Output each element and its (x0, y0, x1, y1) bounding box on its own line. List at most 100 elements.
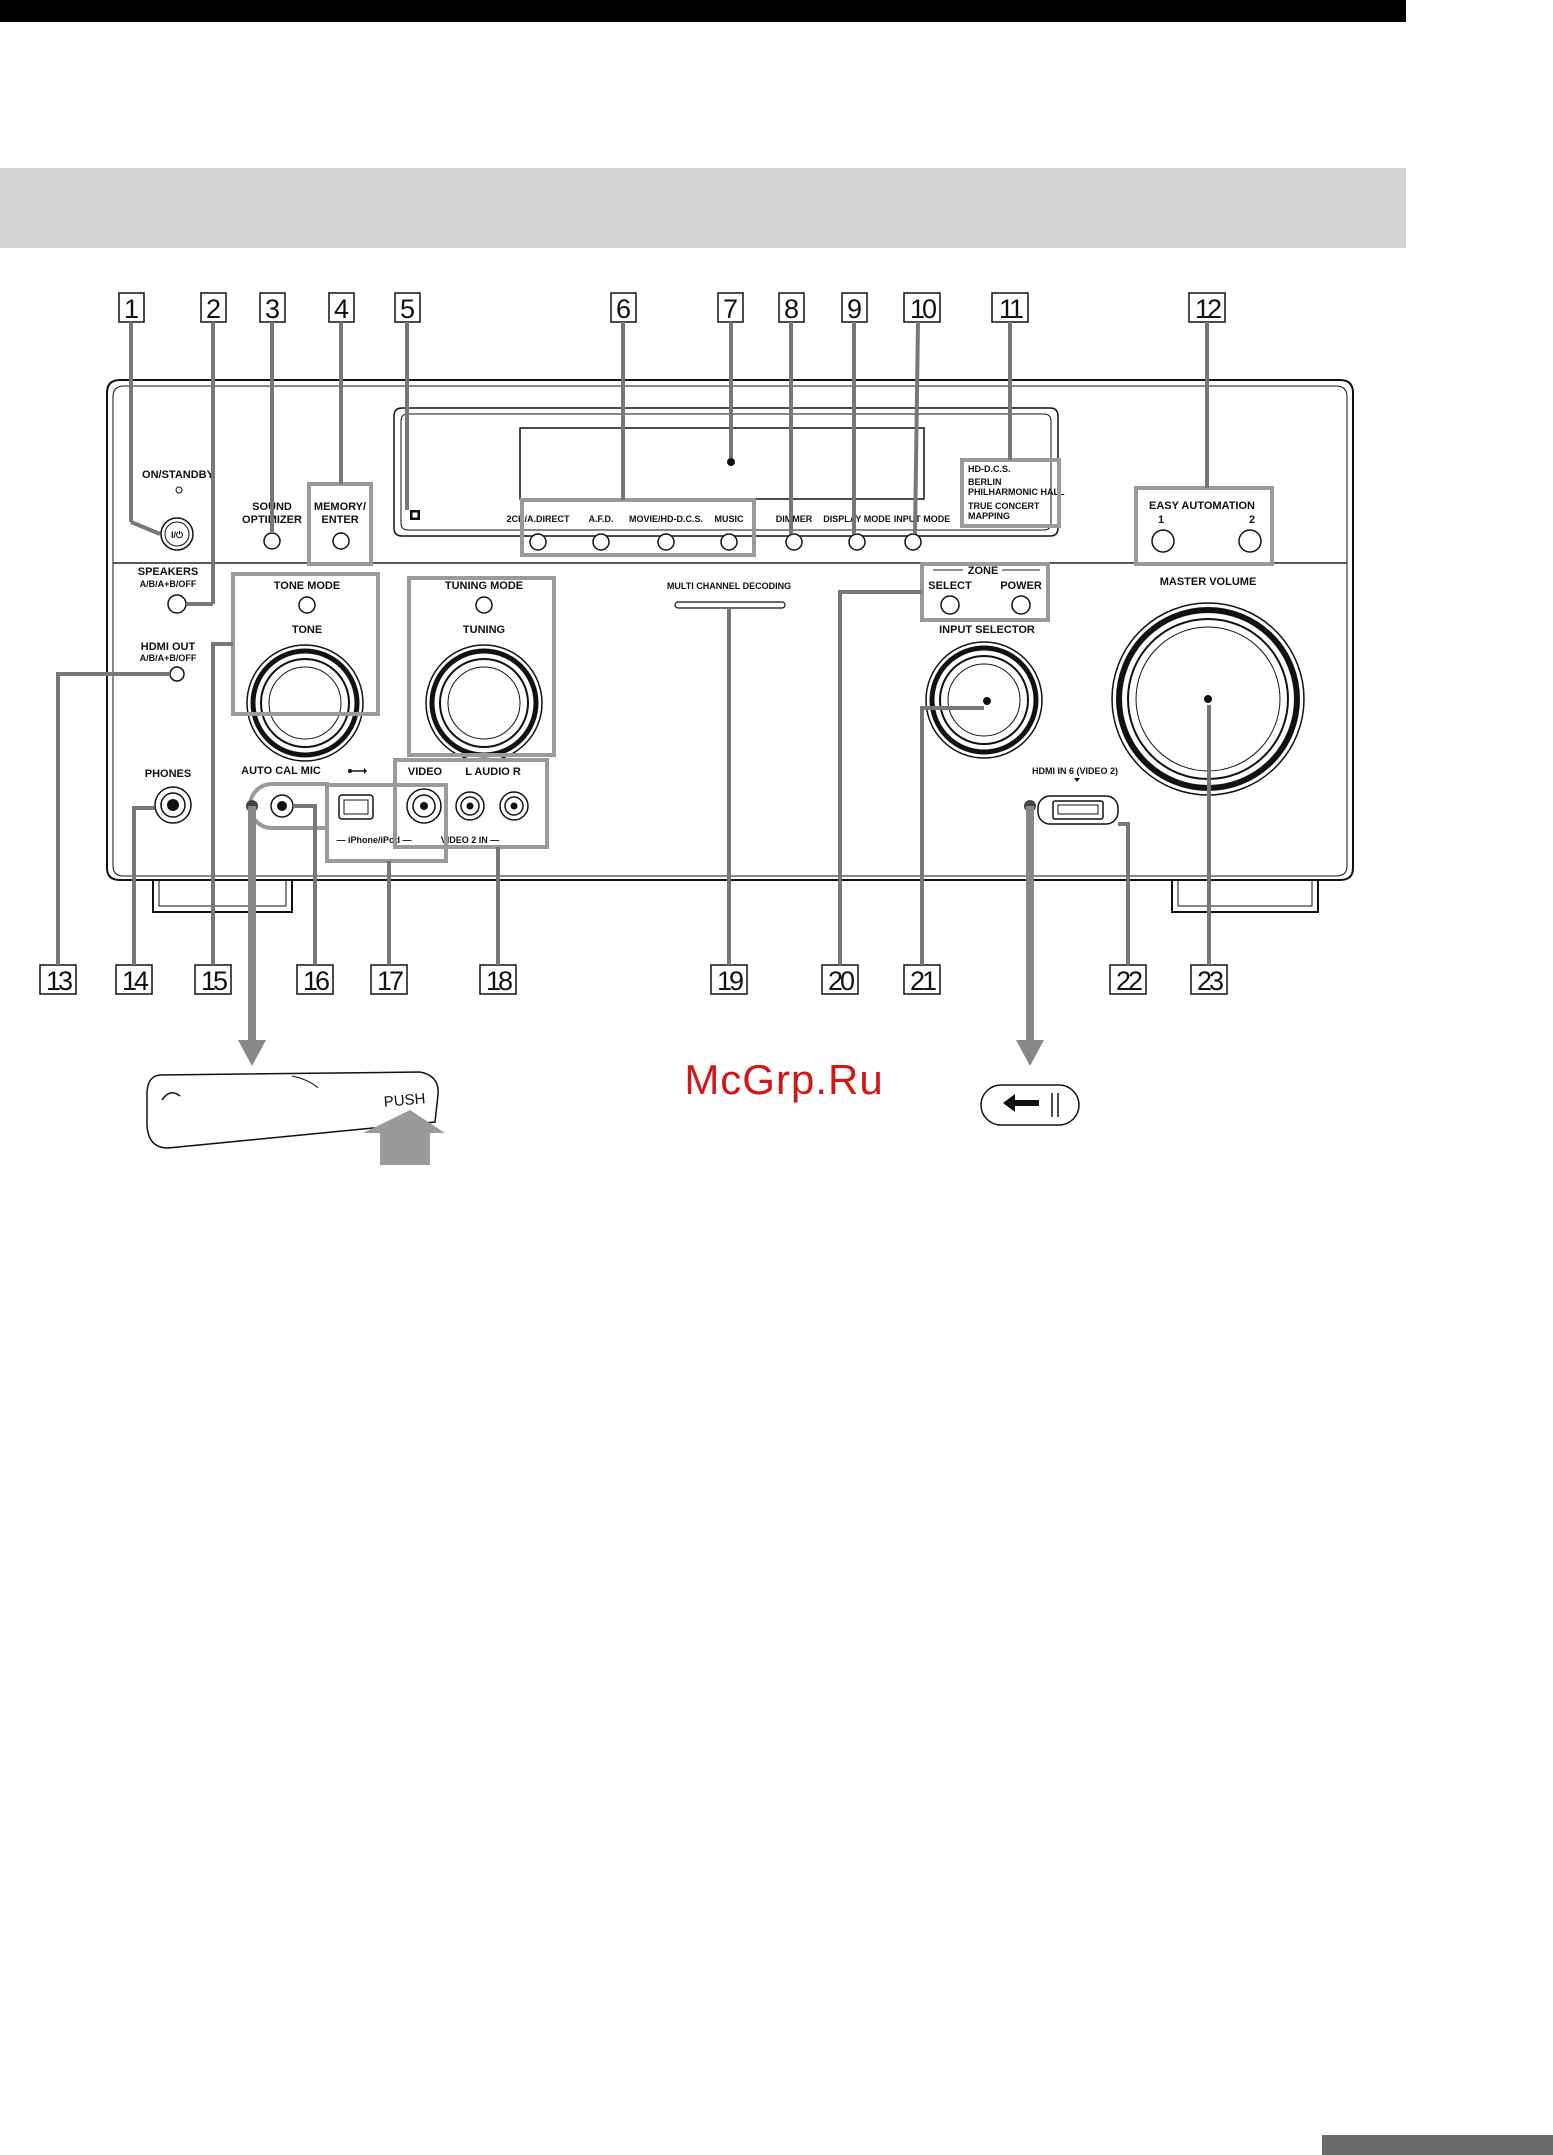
audio-r-jack[interactable] (499, 791, 529, 821)
easy-automation-1-label: 1 (1158, 514, 1164, 526)
callout-21: 21 (903, 964, 941, 996)
callout-10: 10 (903, 292, 941, 324)
usb-port[interactable] (338, 794, 374, 820)
power-area: ON/STANDBY I/⏻ (142, 469, 215, 551)
audio-lr-label: L AUDIO R (465, 766, 521, 778)
top-callouts: 1 2 3 4 5 6 7 8 9 10 11 12 (118, 292, 1226, 324)
display-mode-label: DISPLAY MODE (823, 514, 891, 524)
speakers-label: SPEAKERS (138, 566, 199, 578)
2ch-direct-label: 2CH/A.DIRECT (506, 514, 570, 524)
svg-text:12: 12 (1195, 294, 1221, 324)
bottom-callouts: 13 14 15 16 17 18 19 20 21 22 23 (39, 964, 1228, 996)
speakers-button[interactable] (167, 594, 187, 614)
input-selector-knob[interactable] (925, 641, 1043, 759)
push-cover-illustration: PUSH (146, 1071, 445, 1165)
callout-17: 17 (370, 964, 408, 996)
dimmer-button[interactable] (785, 533, 803, 551)
auto-cal-mic-jack[interactable] (270, 794, 294, 818)
push-label: PUSH (383, 1090, 426, 1111)
easy-automation-label: EASY AUTOMATION (1149, 500, 1255, 512)
svg-text:15: 15 (201, 966, 227, 996)
page-edge-tab (1322, 2135, 1553, 2155)
memory-enter-button[interactable] (332, 532, 350, 550)
svg-text:3: 3 (265, 294, 280, 324)
zone-select-button[interactable] (940, 595, 960, 615)
easy-automation-1-button[interactable] (1151, 529, 1175, 553)
video-jack[interactable] (406, 788, 442, 824)
display-center-point (727, 458, 735, 466)
hdmi-arrow (1016, 800, 1044, 1066)
hdmi-cover-illustration (980, 1084, 1080, 1126)
hdmi-out-sub-label: A/B/A+B/OFF (140, 653, 197, 663)
callout-8: 8 (778, 292, 805, 324)
section-title-band (0, 168, 1406, 248)
callout-3: 3 (259, 292, 286, 324)
input-mode-button[interactable] (904, 533, 922, 551)
2ch-direct-button[interactable] (529, 533, 547, 551)
music-button[interactable] (720, 533, 738, 551)
header-rule (0, 0, 1406, 22)
callout-12: 12 (1188, 292, 1226, 324)
display-window (393, 407, 1059, 537)
callout-2: 2 (200, 292, 227, 324)
callout-16: 16 (296, 964, 334, 996)
feature-badge: HD-D.C.S. BERLIN PHILHARMONIC HALL TRUE … (968, 464, 1065, 521)
svg-text:23: 23 (1197, 966, 1223, 996)
zone-power-button[interactable] (1011, 595, 1031, 615)
afd-label: A.F.D. (588, 514, 613, 524)
video-label: VIDEO (408, 766, 443, 778)
svg-text:22: 22 (1116, 966, 1142, 996)
svg-text:16: 16 (303, 966, 329, 996)
afd-button[interactable] (592, 533, 610, 551)
multi-channel-indicator (674, 601, 786, 609)
auto-cal-mic-label: AUTO CAL MIC (241, 765, 321, 777)
iphone-ipod-label: — iPhone/iPod — (336, 835, 411, 845)
dimmer-label: DIMMER (776, 514, 813, 524)
memory-enter-label: MEMORY/ (314, 501, 366, 513)
hdmi-in6-port[interactable] (1037, 795, 1119, 825)
tone-label: TONE (292, 624, 322, 636)
tone-mode-button[interactable] (298, 596, 316, 614)
sound-optimizer-button[interactable] (263, 532, 281, 550)
mic-arrow (238, 800, 266, 1066)
input-selector-label: INPUT SELECTOR (939, 624, 1035, 636)
hdmi-out-label: HDMI OUT (141, 641, 196, 653)
svg-text:1: 1 (124, 294, 139, 324)
video2-in-label: VIDEO 2 IN — (441, 835, 500, 845)
power-button[interactable]: I/⏻ (160, 517, 194, 551)
tuning-knob[interactable] (425, 644, 543, 762)
tuning-mode-label: TUNING MODE (445, 580, 523, 592)
multi-channel-label: MULTI CHANNEL DECODING (667, 581, 791, 591)
callout-9: 9 (841, 292, 868, 324)
svg-text:PHILHARMONIC HALL: PHILHARMONIC HALL (968, 487, 1065, 497)
svg-text:21: 21 (910, 966, 936, 996)
zone-label: ZONE (968, 565, 999, 577)
callout-22: 22 (1109, 964, 1147, 996)
easy-automation-2-button[interactable] (1238, 529, 1262, 553)
svg-text:I/⏻: I/⏻ (171, 530, 184, 540)
svg-text:7: 7 (723, 294, 738, 324)
callout-11: 11 (991, 292, 1029, 324)
tone-mode-label: TONE MODE (274, 580, 340, 592)
standby-indicator (175, 486, 183, 494)
on-standby-label: ON/STANDBY (142, 469, 215, 481)
phones-jack[interactable] (154, 786, 192, 824)
movie-button[interactable] (657, 533, 675, 551)
audio-l-jack[interactable] (455, 791, 485, 821)
tuning-mode-button[interactable] (475, 596, 493, 614)
callout-18: 18 (479, 964, 517, 996)
memory-enter-label-2: ENTER (321, 514, 358, 526)
svg-text:19: 19 (717, 966, 743, 996)
hdmi-out-button[interactable] (169, 666, 185, 682)
svg-text:9: 9 (847, 294, 862, 324)
svg-text:5: 5 (400, 294, 415, 324)
svg-text:14: 14 (122, 966, 149, 996)
tuning-label: TUNING (463, 624, 505, 636)
svg-text:20: 20 (828, 966, 854, 996)
display-mode-button[interactable] (848, 533, 866, 551)
callout-13: 13 (39, 964, 77, 996)
tone-knob[interactable] (246, 644, 364, 762)
svg-text:HD-D.C.S.: HD-D.C.S. (968, 464, 1011, 474)
leader-lines (56, 321, 1211, 965)
svg-text:17: 17 (377, 966, 403, 996)
